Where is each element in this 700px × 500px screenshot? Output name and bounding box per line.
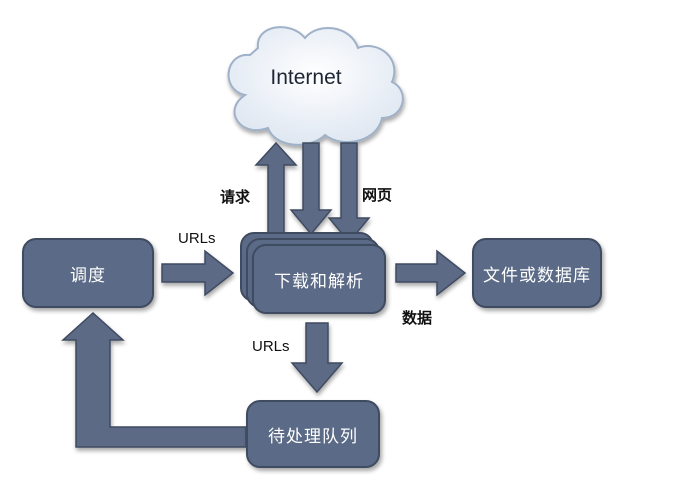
feedback-arrow: [61, 311, 247, 448]
webpage-arrow-1: [289, 142, 333, 236]
scheduler-label: 调度: [70, 265, 106, 286]
request-arrow: [254, 141, 298, 239]
urls-in-label: URLs: [178, 230, 216, 247]
scheduler-node: 调度: [22, 238, 154, 308]
webpage-label: 网页: [362, 186, 393, 204]
downloader-label: 下载和解析: [274, 271, 364, 292]
queue-label: 待处理队列: [268, 426, 358, 447]
internet-label: Internet: [270, 66, 341, 89]
internet-cloud: Internet: [227, 26, 404, 146]
data-label: 数据: [402, 309, 433, 327]
data-arrow: [395, 249, 467, 297]
queue-node: 待处理队列: [246, 400, 380, 468]
urls-out-arrow: [290, 322, 344, 394]
storage-label: 文件或数据库: [483, 265, 591, 286]
webpage-arrow-2: [327, 142, 371, 244]
request-label: 请求: [220, 188, 251, 206]
downloader-node: 下载和解析: [252, 244, 386, 314]
storage-node: 文件或数据库: [472, 238, 602, 308]
urls-in-arrow: [161, 249, 235, 297]
urls-out-label: URLs: [252, 338, 290, 355]
